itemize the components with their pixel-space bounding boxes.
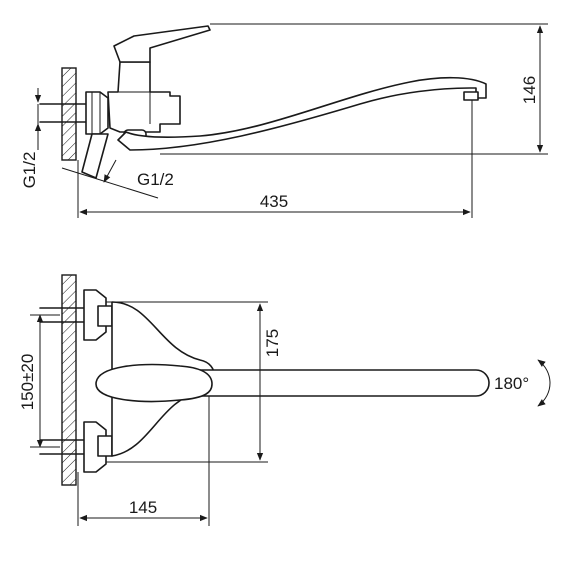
upper-nut <box>97 305 113 327</box>
thread-diagonal-arrow <box>103 159 117 183</box>
top-view: 150±20 175 145 180° <box>18 274 551 526</box>
valve-body-seams <box>118 91 160 124</box>
flange-nut-detail <box>91 92 101 134</box>
thread-label-vertical: G1/2 <box>20 152 39 189</box>
inlet-pipe <box>39 103 91 123</box>
thread-label-diagonal: G1/2 <box>137 170 174 189</box>
rotation-label: 180° <box>494 374 529 393</box>
lever-handle-side <box>113 25 211 63</box>
lever-handle-top <box>95 363 213 403</box>
valve-body <box>107 61 181 133</box>
dim-label-435: 435 <box>260 192 288 211</box>
flange-nut <box>85 91 109 135</box>
wall-hatch-top <box>61 274 77 486</box>
aerator <box>463 91 479 101</box>
spout-side <box>117 76 487 151</box>
lower-nut <box>97 435 113 457</box>
dim-label-145: 145 <box>129 498 157 517</box>
dim-label-146: 146 <box>520 76 539 104</box>
lower-flange <box>83 421 107 473</box>
dim-label-175: 175 <box>263 329 282 357</box>
rotation-arc <box>537 359 551 407</box>
spout-top <box>195 369 490 397</box>
wall-hatch-side <box>61 67 77 161</box>
dim-label-150: 150±20 <box>18 354 37 411</box>
upper-flange <box>83 289 107 341</box>
side-view: 435 146 G1/2 G1/2 <box>20 23 548 218</box>
eccentric-connector <box>81 133 109 179</box>
thread-diagonal-leader <box>61 167 159 199</box>
